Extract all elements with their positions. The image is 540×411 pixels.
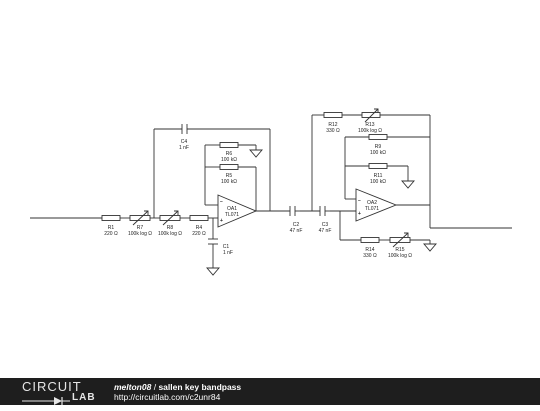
c2-val: 47 nF (290, 228, 303, 234)
r8-ref: R8 (167, 225, 174, 231)
resistor-r12 (323, 112, 343, 118)
circuit-meta: melton08 / sallen key bandpass http://ci… (114, 382, 241, 402)
r11-ref: R11 (374, 173, 383, 179)
c3-ref: C3 (322, 222, 329, 228)
wires-stage-2 (300, 114, 512, 244)
svg-text:+: + (220, 218, 223, 224)
capacitor-c4 (181, 124, 188, 134)
r14-val: 330 Ω (363, 253, 377, 259)
r13-val: 100k log Ω (358, 128, 382, 134)
r8-val: 100k log Ω (158, 231, 182, 237)
r12-ref: R12 (328, 122, 337, 128)
r6-val: 100 kΩ (221, 157, 237, 163)
meta-line-1: melton08 / sallen key bandpass (114, 382, 241, 392)
oa2-ref: OA2 (367, 200, 377, 206)
ground-icon (401, 180, 415, 189)
r15-val: 100k log Ω (388, 253, 412, 259)
resistor-r4 (189, 215, 209, 221)
r4-val: 220 Ω (192, 231, 206, 237)
resistor-r14 (360, 237, 380, 243)
component-labels: R1 220 Ω R7 100k log Ω R8 100k log Ω R4 … (104, 122, 412, 259)
c1-val: 1 nF (223, 250, 233, 256)
resistor-r9 (368, 134, 388, 140)
diode-icon (22, 397, 70, 405)
r7-val: 100k log Ω (128, 231, 152, 237)
author-link[interactable]: melton08 (114, 382, 152, 392)
potentiometer-r13 (361, 108, 381, 123)
r6-ref: R6 (226, 151, 233, 157)
wires-stage-1 (30, 128, 290, 268)
c1-ref: C1 (223, 244, 230, 250)
logo-text-bottom: LAB (22, 392, 118, 405)
resistor-r11 (368, 163, 388, 169)
svg-text:+: + (358, 211, 361, 217)
resistor-r6 (219, 142, 239, 148)
resistor-r1 (101, 215, 121, 221)
potentiometer-r7 (129, 210, 151, 226)
r11-val: 100 kΩ (370, 179, 386, 185)
separator: / (153, 382, 157, 392)
r14-ref: R14 (365, 247, 374, 253)
ground-icon (423, 243, 437, 252)
svg-text:−: − (220, 199, 223, 205)
r15-ref: R15 (395, 247, 404, 253)
r9-val: 100 kΩ (370, 150, 386, 156)
c3-val: 47 nF (319, 228, 332, 234)
c2-ref: C2 (293, 222, 300, 228)
r12-val: 330 Ω (326, 128, 340, 134)
capacitor-c2 (289, 206, 300, 216)
circuit-title: sallen key bandpass (158, 382, 242, 392)
oa2-model: TL071 (365, 206, 379, 212)
circuit-url[interactable]: http://circuitlab.com/c2unr84 (114, 392, 221, 402)
r9-ref: R9 (375, 144, 382, 150)
resistor-r5 (219, 164, 239, 170)
opamp-oa1: − + (217, 194, 258, 228)
capacitor-c3 (319, 206, 330, 216)
r1-ref: R1 (108, 225, 115, 231)
schematic-canvas: − + − + R1 220 Ω R7 100k log Ω R8 100k l… (30, 108, 512, 276)
oa1-ref: OA1 (227, 206, 237, 212)
r1-val: 220 Ω (104, 231, 118, 237)
r5-val: 100 kΩ (221, 179, 237, 185)
opamp-oa2: − + (355, 188, 398, 222)
r5-ref: R5 (226, 173, 233, 179)
potentiometer-r8 (159, 210, 181, 226)
logo-text-top: CIRCUIT (22, 379, 82, 394)
ground-icon (249, 149, 263, 158)
r4-ref: R4 (196, 225, 203, 231)
oa1-model: TL071 (225, 212, 239, 218)
r13-ref: R13 (365, 122, 374, 128)
circuitlab-logo[interactable]: CIRCUIT LAB (22, 379, 118, 405)
footer-bar: CIRCUIT LAB melton08 / sallen key bandpa… (0, 378, 540, 405)
logo-lab-text: LAB (72, 392, 96, 403)
potentiometer-r15 (389, 232, 411, 248)
c4-val: 1 nF (179, 145, 189, 151)
svg-text:−: − (358, 198, 361, 204)
r7-ref: R7 (137, 225, 144, 231)
ground-icon (206, 267, 220, 276)
capacitor-c1 (208, 238, 218, 245)
c4-ref: C4 (181, 139, 188, 145)
